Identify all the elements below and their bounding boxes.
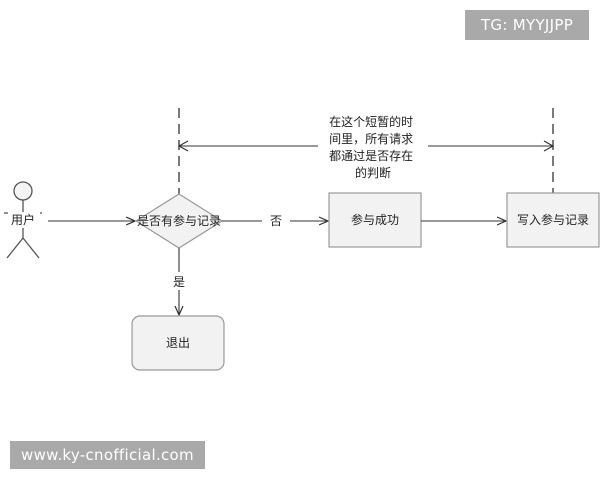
edge-no-label-bg: [262, 210, 290, 230]
node-write-record-label: 写入参与记录: [517, 212, 589, 227]
node-exit-label: 退出: [166, 336, 190, 350]
edge-yes-label: 是: [173, 275, 185, 289]
edge-yes-label-bg: [169, 272, 189, 290]
node-write-record: [506, 192, 600, 248]
note-line-1: 在这个短暂的时: [329, 114, 413, 129]
time-span-arrowhead-left: [177, 140, 189, 152]
note-background: [318, 112, 428, 178]
watermark-top: TG: MYYJJPP: [465, 10, 589, 40]
note-line-4: 的判断: [355, 165, 391, 180]
decision-label: 是否有参与记录: [137, 213, 221, 228]
node-exit: [131, 315, 225, 371]
node-success: [328, 192, 422, 248]
note-line-2: 间里，所有请求: [329, 132, 413, 146]
watermark-bottom: www.ky-cnofficial.com: [10, 441, 205, 469]
note-line-3: 都通过是否存在: [329, 149, 413, 163]
time-span-arrowhead-right: [543, 140, 555, 152]
edge-no-label: 否: [270, 214, 282, 228]
note-text: 在这个短暂的时 间里，所有请求 都通过是否存在 的判断: [329, 114, 417, 180]
actor-label-bg: [8, 212, 40, 228]
actor-label: 用户: [11, 212, 35, 227]
node-success-label: 参与成功: [351, 212, 399, 227]
